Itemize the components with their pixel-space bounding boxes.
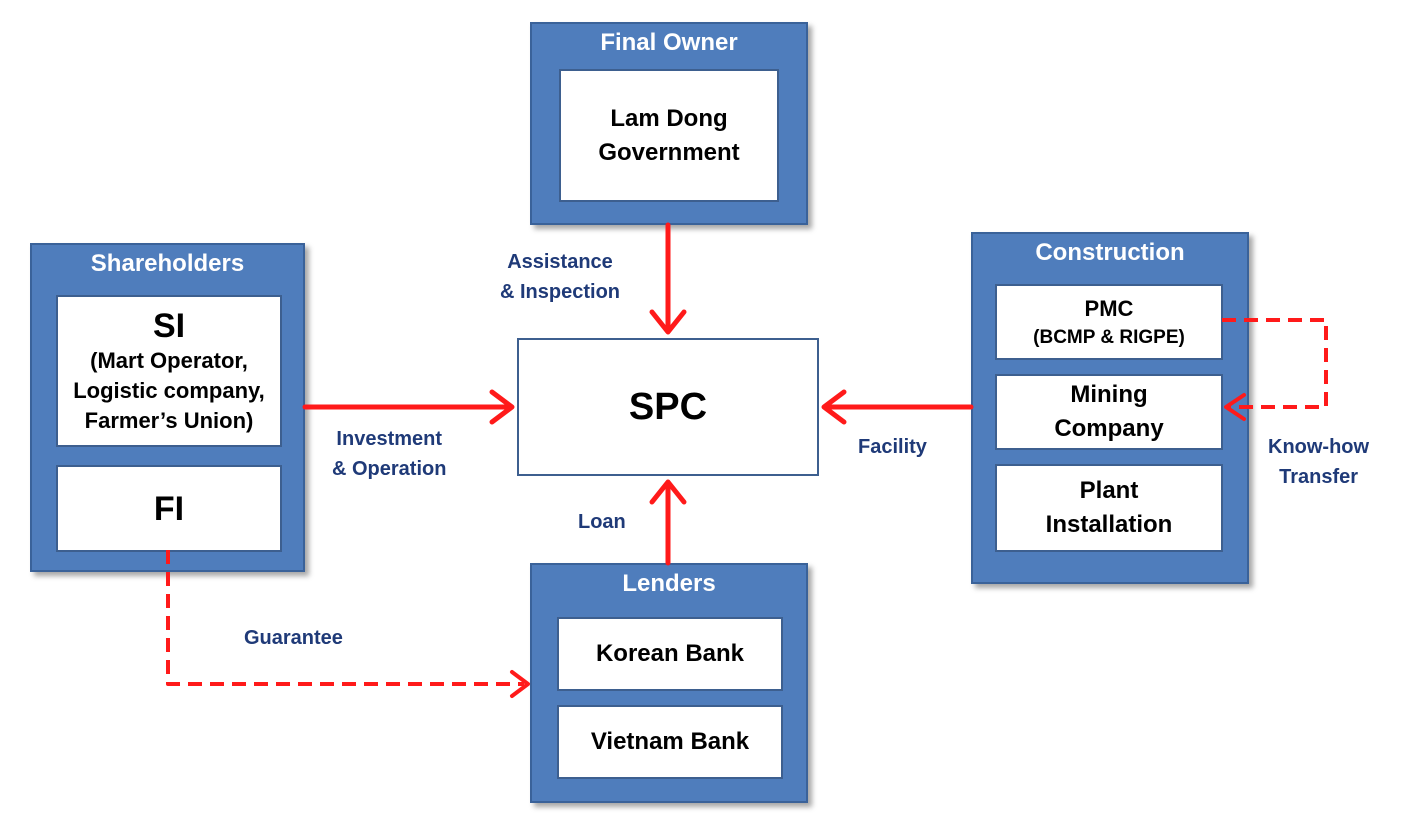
si-box: SI (Mart Operator, Logistic company, Far…: [56, 295, 282, 447]
plant-line-2: Installation: [1045, 511, 1173, 538]
assistance-line-1: Assistance: [507, 251, 613, 273]
knowhow-line-1: Know-how: [1268, 436, 1370, 458]
final-owner-title: Final Owner: [600, 29, 738, 56]
fi-heading: FI: [153, 489, 185, 528]
plant-line-1: Plant: [1079, 477, 1139, 504]
shareholders-title: Shareholders: [90, 250, 245, 277]
vietnam-bank-label: Vietnam Bank: [590, 728, 750, 755]
spc-box: SPC: [517, 338, 819, 476]
si-line-2: Logistic company,: [73, 378, 265, 403]
pmc-heading: PMC: [1084, 295, 1134, 321]
final-owner-line-1: Lam Dong: [610, 104, 728, 132]
guarantee-arrowhead: [510, 670, 530, 698]
vietnam-bank-box: Vietnam Bank: [557, 705, 783, 779]
knowhow-arrowhead: [1224, 393, 1246, 421]
facility-label: Facility: [858, 436, 927, 458]
si-line-3: Farmer’s Union): [84, 408, 254, 433]
facility-arrowhead: [821, 389, 847, 425]
lam-dong-government-box: Lam Dong Government: [559, 69, 779, 202]
plant-installation-box: Plant Installation: [995, 464, 1223, 552]
shareholders-group: Shareholders SI (Mart Operator, Logistic…: [30, 243, 305, 572]
spc-label: SPC: [628, 385, 708, 428]
knowhow-line-2: Transfer: [1279, 466, 1359, 488]
mining-line-1: Mining: [1070, 381, 1148, 408]
lenders-title: Lenders: [622, 570, 716, 597]
assistance-label: Assistance & Inspection: [500, 247, 620, 307]
loan-arrowhead: [649, 479, 687, 505]
pmc-box: PMC (BCMP & RIGPE): [995, 284, 1223, 360]
guarantee-arrow: [166, 550, 524, 686]
final-owner-line-2: Government: [598, 138, 740, 166]
mining-company-box: Mining Company: [995, 374, 1223, 450]
si-line-1: (Mart Operator,: [90, 348, 248, 373]
investment-label: Investment & Operation: [332, 424, 446, 484]
construction-title: Construction: [1035, 239, 1185, 266]
knowhow-label: Know-how Transfer: [1268, 432, 1369, 492]
lenders-group: Lenders Korean Bank Vietnam Bank: [530, 563, 808, 803]
final-owner-group: Final Owner Lam Dong Government: [530, 22, 808, 225]
korean-bank-label: Korean Bank: [595, 640, 745, 667]
knowhow-arrow: [1222, 318, 1328, 409]
mining-line-2: Company: [1054, 415, 1164, 442]
investment-arrowhead: [489, 389, 515, 425]
guarantee-label: Guarantee: [244, 627, 343, 649]
assistance-arrowhead: [649, 309, 687, 335]
korean-bank-box: Korean Bank: [557, 617, 783, 691]
pmc-sub: (BCMP & RIGPE): [1033, 326, 1185, 348]
investment-line-2: & Operation: [332, 458, 447, 480]
assistance-line-2: & Inspection: [500, 281, 621, 303]
si-heading: SI: [152, 307, 186, 345]
investment-line-1: Investment: [336, 428, 443, 450]
loan-label: Loan: [578, 511, 626, 533]
